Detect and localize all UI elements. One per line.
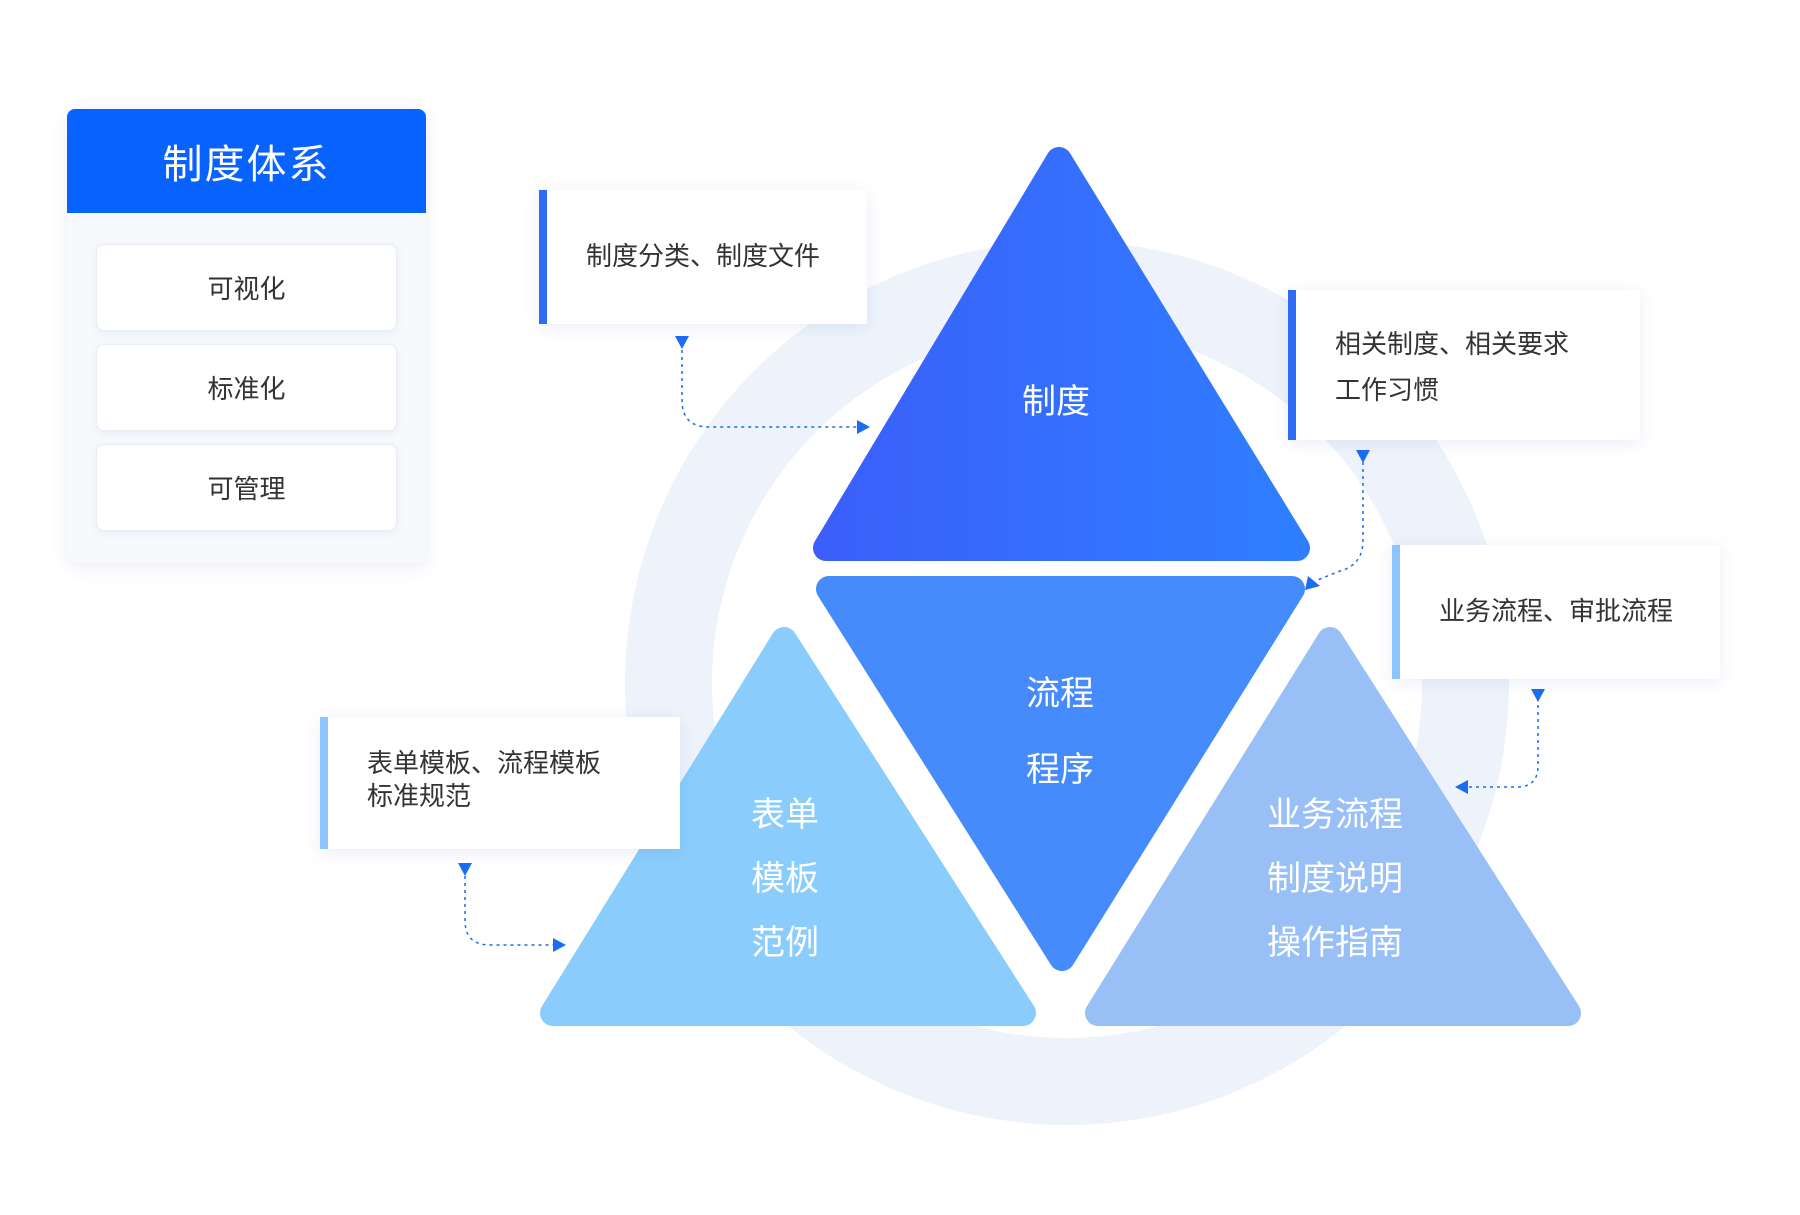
triangle-top-label: 制度	[1022, 374, 1090, 423]
triangle-label-line: 程序	[1026, 750, 1094, 790]
callout-text: 制度分类、制度文件	[586, 242, 821, 272]
triangle-label-line: 操作指南	[1267, 923, 1403, 963]
triangle-middle	[816, 576, 1305, 971]
arrow-down-icon	[1531, 689, 1545, 702]
callout-left: 表单模板、流程模板 标准规范	[320, 717, 680, 849]
connectors	[464, 350, 1539, 946]
callout-text: 表单模板、流程模板	[367, 749, 602, 779]
triangle-label-line: 流程	[1026, 674, 1094, 714]
callout-text: 工作习惯	[1335, 376, 1440, 406]
triangle-bottom-right-label: 业务流程 制度说明 操作指南	[1267, 783, 1403, 975]
callout-accent-bar	[1392, 545, 1400, 679]
connector-top	[681, 350, 860, 428]
arrow-down-icon	[1356, 450, 1370, 463]
triangle-label-line: 制度	[1022, 382, 1090, 422]
connector-right-upper	[1314, 462, 1364, 582]
arrow-left-icon	[1455, 780, 1468, 794]
system-item-manageable: 可管理	[96, 444, 397, 531]
callout-accent-bar	[539, 190, 547, 324]
triangle-label-line: 业务流程	[1267, 795, 1403, 835]
triangle-label-line: 制度说明	[1267, 859, 1403, 899]
connector-left	[464, 876, 557, 946]
system-panel: 制度体系 可视化 标准化 可管理	[67, 109, 426, 563]
arrow-down-icon	[675, 336, 689, 349]
arrow-down-icon	[458, 863, 472, 876]
arrow-right-icon	[857, 420, 870, 434]
triangle-bottom-right	[1085, 627, 1581, 1026]
callout-text: 标准规范	[367, 782, 472, 812]
callout-accent-bar	[1288, 290, 1296, 440]
callout-right-upper: 相关制度、相关要求 工作习惯	[1288, 290, 1640, 440]
arrow-left-down-icon	[1305, 576, 1320, 590]
callout-text: 业务流程、审批流程	[1439, 597, 1674, 627]
triangle-label-line: 模板	[751, 859, 819, 899]
callout-top: 制度分类、制度文件	[539, 190, 867, 324]
system-item-standardization: 标准化	[96, 344, 397, 431]
arrowheads	[458, 336, 1545, 952]
arrow-right-icon	[553, 938, 566, 952]
system-panel-title: 制度体系	[67, 109, 426, 213]
triangle-middle-label: 流程 程序	[1026, 656, 1094, 808]
triangle-label-line: 范例	[751, 923, 819, 963]
callout-accent-bar	[320, 717, 328, 849]
system-item-visualization: 可视化	[96, 244, 397, 331]
triangle-top	[813, 147, 1310, 561]
callout-right-lower: 业务流程、审批流程	[1392, 545, 1720, 679]
triangle-label-line: 表单	[751, 795, 819, 835]
connector-right-lower	[1465, 698, 1539, 788]
callout-text: 相关制度、相关要求	[1335, 330, 1570, 360]
triangle-bottom-left-label: 表单 模板 范例	[751, 783, 819, 975]
